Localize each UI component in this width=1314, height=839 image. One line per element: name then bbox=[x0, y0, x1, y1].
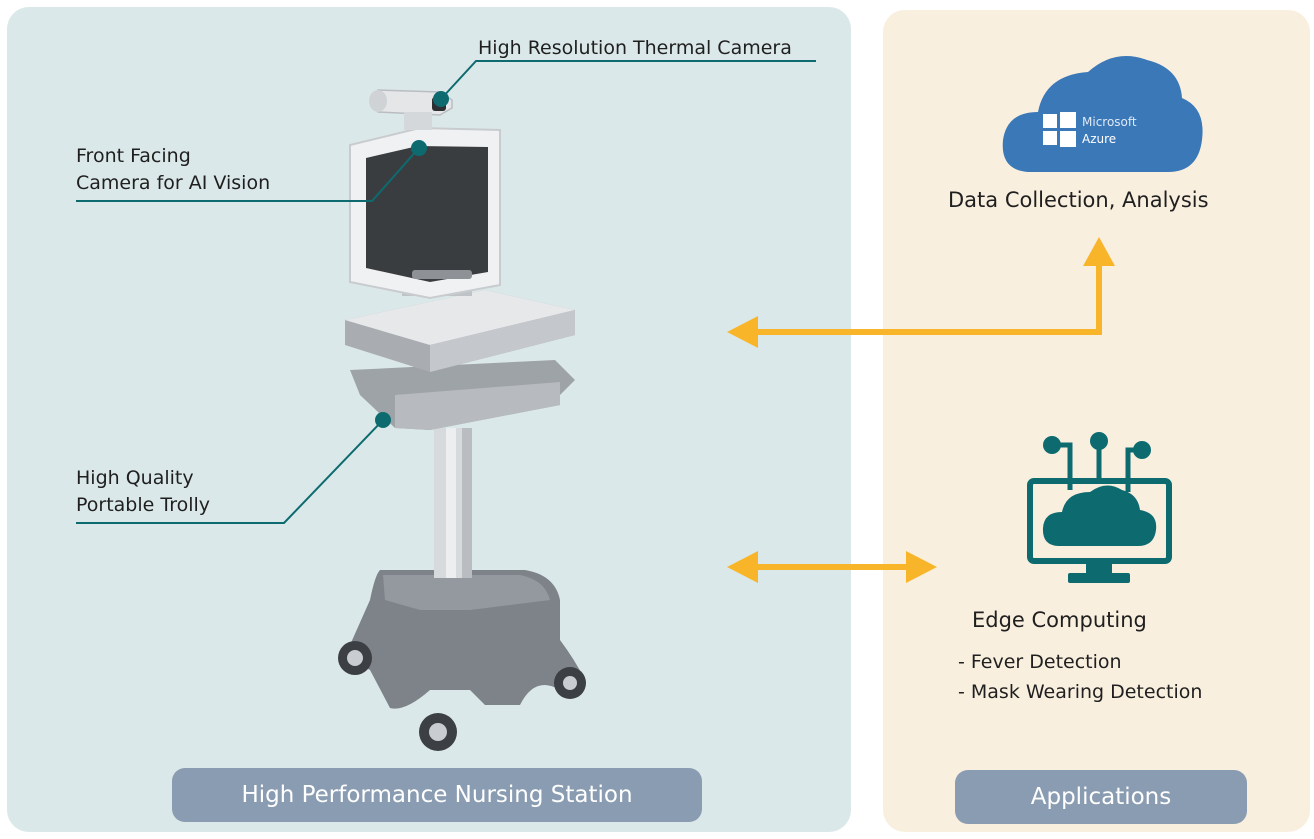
trolly-callout-dot bbox=[375, 412, 391, 428]
front-camera-callout-line bbox=[76, 147, 420, 202]
cloud-caption: Data Collection, Analysis bbox=[948, 188, 1209, 212]
thermal-camera-callout-line bbox=[440, 60, 816, 100]
trolly-label-line1: High Quality bbox=[76, 467, 194, 489]
edge-feature-item: - Mask Wearing Detection bbox=[958, 681, 1203, 703]
cloud-arrow-head-up bbox=[1083, 237, 1115, 266]
edge-arrow-head-left bbox=[727, 551, 758, 583]
applications-title: Applications bbox=[955, 770, 1247, 824]
cloud-arrow-head-left bbox=[727, 316, 758, 348]
cloud-connection-arrow bbox=[752, 262, 1102, 335]
nursing-station-title: High Performance Nursing Station bbox=[172, 768, 702, 822]
nursing-cart-image bbox=[338, 89, 586, 751]
thermal-camera-label: High Resolution Thermal Camera bbox=[478, 37, 792, 59]
edge-arrow-head-right bbox=[906, 551, 937, 583]
front-camera-label-line2: Camera for AI Vision bbox=[76, 172, 271, 194]
trolly-callout-line bbox=[76, 419, 384, 524]
edge-computing-title: Edge Computing bbox=[972, 608, 1147, 632]
thermal-camera-callout-dot bbox=[433, 91, 449, 107]
callout-lines bbox=[76, 60, 816, 524]
trolly-label-line2: Portable Trolly bbox=[76, 494, 211, 516]
front-camera-callout-dot bbox=[411, 140, 427, 156]
azure-logo-brand: Microsoft bbox=[1082, 115, 1137, 129]
front-camera-label-line1: Front Facing bbox=[76, 145, 191, 167]
azure-cloud-icon bbox=[1002, 56, 1203, 172]
edge-feature-item: - Fever Detection bbox=[958, 651, 1122, 673]
azure-logo-product: Azure bbox=[1082, 132, 1116, 146]
edge-computing-icon bbox=[1027, 432, 1172, 583]
